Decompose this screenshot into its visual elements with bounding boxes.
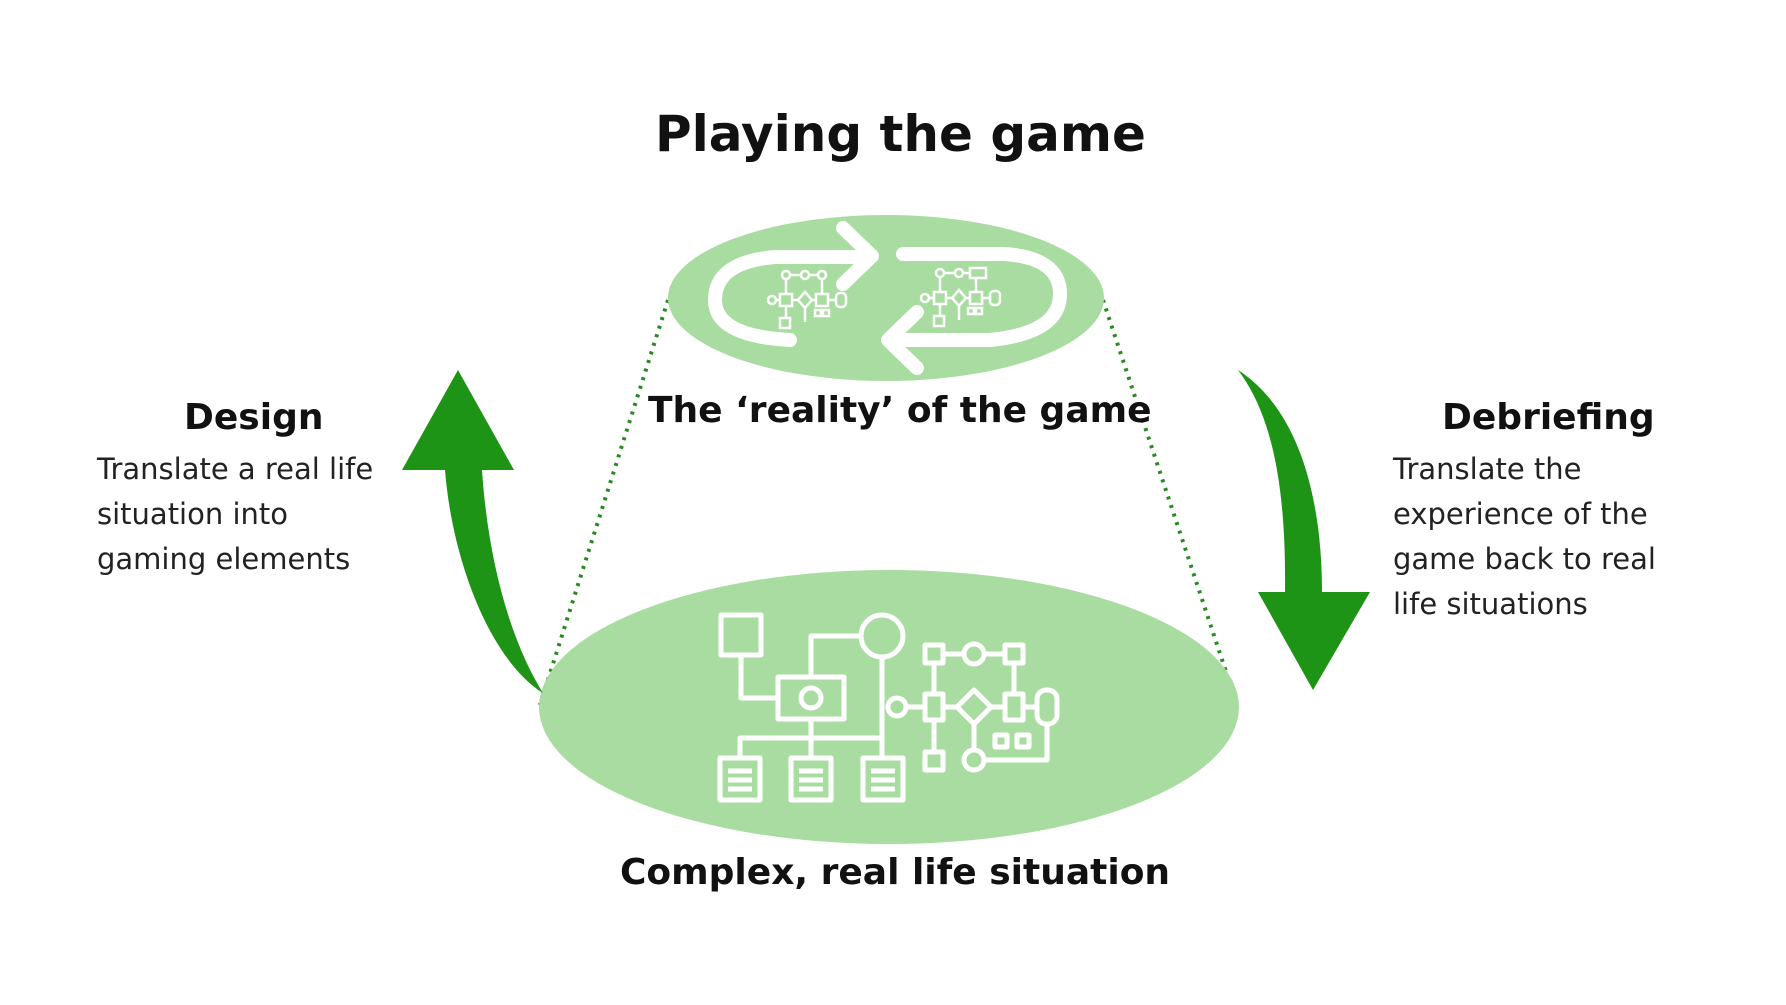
design-heading: Design: [184, 397, 324, 438]
top-ellipse-label: The ‘reality’ of the game: [648, 390, 1152, 431]
debriefing-line: life situations: [1393, 587, 1588, 621]
org-chart-icon: [717, 612, 906, 803]
bottom-ellipse-label: Complex, real life situation: [620, 852, 1171, 893]
design-arrow-icon: [402, 370, 543, 693]
cone-edge-left: [538, 299, 670, 706]
design-line: situation into: [97, 497, 289, 531]
design-line: gaming elements: [97, 542, 351, 576]
debriefing-heading: Debriefing: [1442, 397, 1655, 438]
design-line: Translate a real life: [97, 452, 374, 486]
flowchart-icon-large: [885, 641, 1060, 773]
diagram-title: Playing the game: [655, 105, 1146, 163]
flowchart-icon-small-left: [766, 269, 848, 330]
debriefing-description: Translate the experience of the game bac…: [1393, 447, 1656, 627]
debriefing-line: experience of the: [1393, 497, 1648, 531]
cycle-arrows-icon: [708, 221, 1067, 375]
top-ellipse: [668, 215, 1104, 381]
debriefing-line: Translate the: [1393, 452, 1582, 486]
flowchart-icon-small-right: [919, 266, 1002, 328]
design-description: Translate a real life situation into gam…: [97, 447, 373, 582]
debriefing-arrow-icon: [1238, 370, 1370, 690]
debriefing-line: game back to real: [1393, 542, 1656, 576]
